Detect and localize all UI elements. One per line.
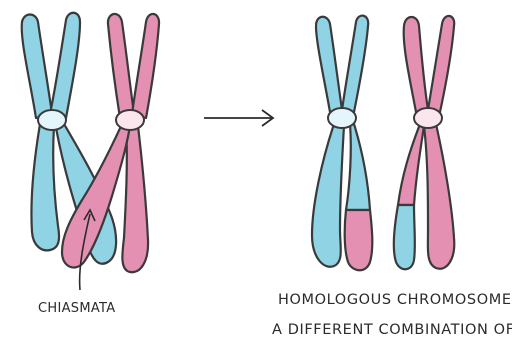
crossing-over-pair: CHIASMATA [22, 13, 159, 316]
pink-segment-on-blue [345, 210, 373, 270]
recombined-pair: HOMOLOGOUS CHROMOSOMES HAVE A DIFFERENT … [272, 16, 512, 338]
pink-upper-right-arm [132, 14, 159, 118]
blue-upper-right-arm [50, 13, 80, 118]
blue-right-lower-left-arm [312, 124, 344, 267]
blue-centromere-right [328, 108, 356, 128]
blue-right-upper-left-arm [316, 17, 342, 112]
pink-right-lower-right-arm [424, 124, 454, 269]
pink-chromosome-right [394, 16, 454, 269]
pink-right-upper-left-arm [404, 17, 428, 112]
blue-segment-on-pink [394, 205, 415, 269]
caption-line-2: A DIFFERENT COMBINATION OF ALLELES [272, 322, 512, 338]
pink-upper-left-arm [108, 14, 134, 118]
blue-chromosome-right [312, 16, 372, 271]
pink-right-upper-right-arm [428, 16, 454, 112]
blue-lower-left-arm [31, 124, 59, 250]
blue-right-upper-right-arm [342, 16, 368, 112]
blue-right-lower-right-arm [346, 124, 370, 210]
caption-line-1: HOMOLOGOUS CHROMOSOMES HAVE [278, 292, 512, 308]
pink-centromere-left [116, 110, 144, 130]
pink-right-lower-left-arm [398, 124, 424, 205]
chiasmata-label: CHIASMATA [38, 301, 115, 316]
blue-upper-left-arm [22, 15, 52, 119]
blue-centromere-left [38, 110, 66, 130]
right-arrow-icon [204, 110, 273, 126]
pink-centromere-right [414, 108, 442, 128]
